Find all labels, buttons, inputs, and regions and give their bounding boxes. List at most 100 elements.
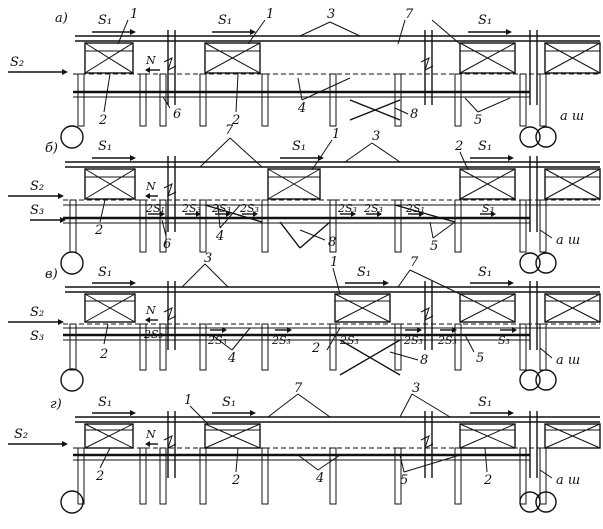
- row-a: а): [8, 7, 601, 149]
- truss-box: [544, 423, 601, 449]
- label-num: 2: [454, 139, 463, 154]
- truss-box: [544, 293, 601, 323]
- label-num: 2: [98, 113, 107, 128]
- label-num: 2: [94, 223, 103, 238]
- label-2s3: 2S₃: [437, 334, 457, 347]
- label-aw: а ш: [556, 473, 580, 488]
- label-s3: S₃: [30, 329, 44, 344]
- row-label-g: г): [50, 397, 62, 412]
- label-s1: S₁: [478, 395, 492, 410]
- label-s2: S₂: [10, 55, 24, 70]
- row-g: г): [8, 381, 601, 514]
- truss-box: [459, 168, 516, 200]
- label-s1: S₁: [478, 13, 492, 28]
- label-num: 2: [231, 113, 240, 128]
- label-s1: S₁: [98, 139, 112, 154]
- label-aw: а ш: [556, 233, 580, 248]
- label-num: 2: [483, 473, 492, 488]
- row-label-a: а): [55, 11, 68, 26]
- label-num: 8: [328, 235, 336, 250]
- label-num: 5: [474, 113, 482, 128]
- truss-box: [544, 42, 601, 74]
- label-num: 7: [410, 255, 419, 270]
- label-num: 5: [400, 473, 408, 488]
- label-n: N: [145, 180, 156, 193]
- label-2s3: 2S₃: [239, 202, 259, 215]
- label-s2: S₂: [14, 427, 28, 442]
- label-2s3: 2S₃: [363, 202, 383, 215]
- label-num: 4: [297, 101, 306, 116]
- label-s1: S₁: [357, 265, 371, 280]
- label-s1: S₁: [478, 265, 492, 280]
- row-v: в): [8, 251, 601, 392]
- label-num: 3: [372, 129, 380, 144]
- label-2s3: 2S₃: [337, 202, 357, 215]
- label-num: 4: [227, 351, 236, 366]
- label-num: 2: [99, 347, 108, 362]
- truss-box: [204, 423, 261, 449]
- row-label-b: б): [45, 141, 58, 156]
- label-s1: S₁: [222, 395, 236, 410]
- label-num: 8: [410, 107, 418, 122]
- label-num: 2: [231, 473, 240, 488]
- label-num: 3: [412, 381, 420, 396]
- label-s1: S₁: [478, 139, 492, 154]
- label-s1: S₁: [98, 265, 112, 280]
- label-s2: S₂: [30, 179, 44, 194]
- label-2s3: 2S₃: [181, 202, 201, 215]
- label-num: 7: [294, 381, 303, 396]
- label-s1: S₁: [292, 139, 306, 154]
- truss-box: [84, 293, 136, 323]
- label-2s1: 2S₁: [145, 202, 165, 215]
- label-2s3: 2S₃: [403, 334, 423, 347]
- truss-box: [334, 293, 391, 323]
- label-num: 1: [184, 393, 192, 408]
- label-num: 3: [204, 251, 212, 266]
- label-num: 2: [311, 341, 320, 356]
- label-aw: а ш: [556, 353, 580, 368]
- label-num: 2: [95, 469, 104, 484]
- label-s2: S₂: [30, 305, 44, 320]
- label-2s1: 2S₁: [405, 202, 425, 215]
- truss-box: [459, 423, 516, 449]
- label-s1: S₁: [218, 13, 232, 28]
- label-num: 5: [476, 351, 484, 366]
- truss-box: [84, 168, 136, 200]
- truss-box: [459, 293, 516, 323]
- row-label-v: в): [45, 267, 58, 282]
- label-s3: S₃: [482, 202, 494, 215]
- label-num: 1: [130, 7, 138, 22]
- label-s1: S₁: [98, 395, 112, 410]
- label-num: 4: [315, 471, 324, 486]
- label-2s3: 2S₃: [143, 328, 163, 341]
- label-aw: а ш: [560, 109, 584, 124]
- label-s3: S₃: [498, 334, 510, 347]
- truss-box: [544, 168, 601, 200]
- label-num: 4: [215, 229, 224, 244]
- label-2s3: 2S₃: [207, 334, 227, 347]
- label-num: 1: [266, 7, 274, 22]
- label-num: 8: [420, 353, 428, 368]
- label-s3: S₃: [30, 203, 44, 218]
- label-2s3: 2S₃: [271, 334, 291, 347]
- truss-box: [204, 42, 261, 74]
- label-num: 3: [327, 7, 335, 22]
- truss-box: [267, 168, 321, 200]
- label-num: 5: [430, 239, 438, 254]
- label-num: 6: [163, 237, 171, 252]
- label-2s3: 2S₃: [339, 334, 359, 347]
- label-num: 7: [225, 123, 234, 138]
- truss-box: [84, 423, 134, 449]
- row-b: б): [8, 123, 601, 275]
- truss-box: [84, 42, 134, 74]
- label-num: 7: [405, 7, 414, 22]
- label-num: 1: [332, 127, 340, 142]
- label-s1: S₁: [98, 13, 112, 28]
- label-n: N: [145, 304, 156, 317]
- label-n: N: [145, 54, 156, 67]
- label-2s3: 2S₃: [211, 202, 231, 215]
- label-num: 6: [173, 107, 181, 122]
- label-num: 1: [330, 255, 338, 270]
